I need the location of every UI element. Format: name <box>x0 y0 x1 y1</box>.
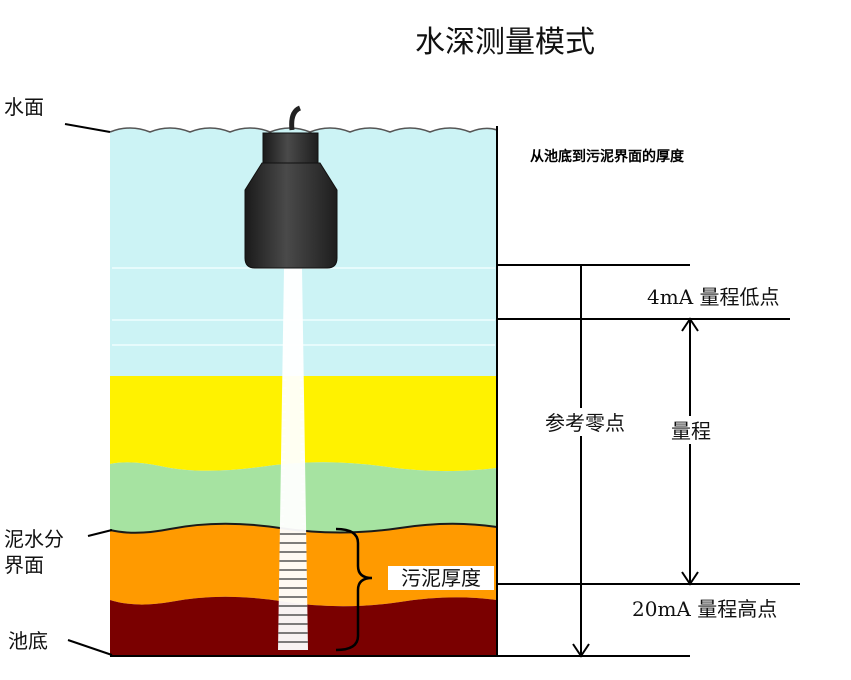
label-note: 从池底到污泥界面的厚度 <box>530 148 685 165</box>
label-range-high: 20mA 量程高点 <box>632 597 777 621</box>
label-reference-zero: 参考零点 <box>545 411 625 435</box>
water-surface-line <box>109 127 498 133</box>
label-sludge-thickness: 污泥厚度 <box>401 566 481 590</box>
curly-brace-icon <box>335 527 373 652</box>
measurement-lines <box>64 123 800 658</box>
label-pool-bottom: 池底 <box>8 629 48 653</box>
label-mud-interface-2: 界面 <box>4 553 44 577</box>
ultrasonic-beam <box>278 268 308 650</box>
label-range-low: 4mA 量程低点 <box>647 285 780 309</box>
label-mud-interface-1: 泥水分 <box>4 527 64 551</box>
label-span: 量程 <box>671 419 711 443</box>
ultrasonic-sensor-icon <box>244 105 338 269</box>
label-water-surface: 水面 <box>4 95 44 119</box>
diagram-title: 水深测量模式 <box>415 25 595 60</box>
